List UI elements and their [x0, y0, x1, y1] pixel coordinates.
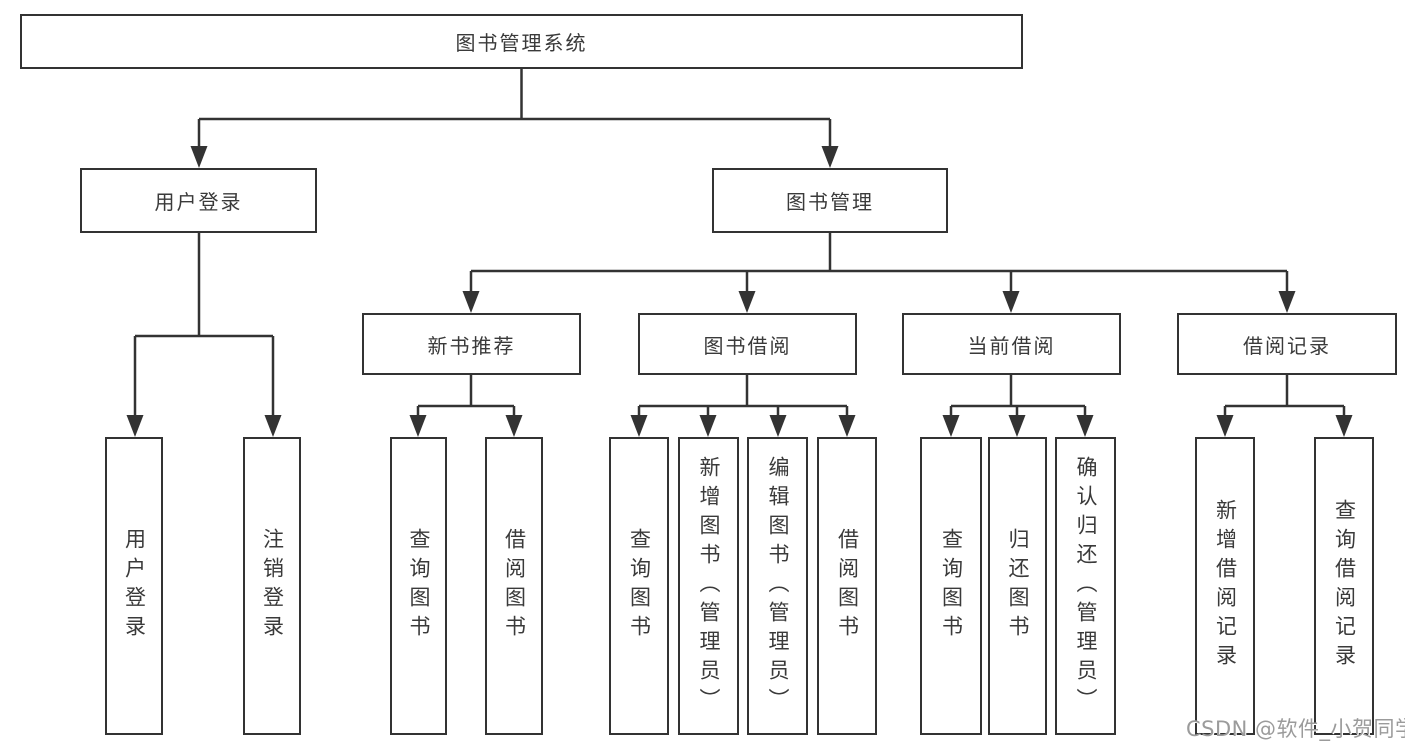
node-new-book-recommend-label: 新书推荐 — [427, 333, 516, 358]
node-user-login-label: 用户登录 — [122, 528, 147, 644]
node-br-add-record-label: 新增借阅记录 — [1213, 499, 1238, 673]
node-bb-add-books: 新增图书（管理员） — [678, 437, 739, 735]
root-node-label: 图书管理系统 — [455, 31, 588, 55]
node-nb-query-books: 查询图书 — [390, 437, 447, 735]
node-logout-label: 注销登录 — [260, 528, 285, 644]
node-cb-query-books-label: 查询图书 — [939, 528, 964, 644]
node-nb-borrow-books-label: 借阅图书 — [502, 528, 527, 644]
node-current-borrow: 当前借阅 — [902, 313, 1121, 375]
node-br-query-record-label: 查询借阅记录 — [1332, 499, 1357, 673]
node-new-book-recommend: 新书推荐 — [362, 313, 581, 375]
node-current-borrow-label: 当前借阅 — [967, 333, 1056, 358]
node-br-query-record: 查询借阅记录 — [1314, 437, 1374, 735]
node-bb-borrow-books: 借阅图书 — [817, 437, 877, 735]
node-cb-return-books-label: 归还图书 — [1006, 528, 1031, 644]
csdn-watermark: CSDN @软件_小贺同学 — [1186, 717, 1405, 741]
node-user-login: 用户登录 — [105, 437, 163, 735]
node-cb-query-books: 查询图书 — [920, 437, 982, 735]
node-bb-add-books-label: 新增图书（管理员） — [697, 455, 722, 717]
arrowheads — [126, 146, 1353, 437]
node-bb-query-books: 查询图书 — [609, 437, 669, 735]
node-cb-return-books: 归还图书 — [988, 437, 1047, 735]
node-bb-borrow-books-label: 借阅图书 — [835, 528, 860, 644]
node-nb-query-books-label: 查询图书 — [407, 528, 432, 644]
root-node: 图书管理系统 — [20, 14, 1023, 69]
node-borrow-records-label: 借阅记录 — [1243, 333, 1331, 358]
node-br-add-record: 新增借阅记录 — [1195, 437, 1255, 735]
node-book-management: 图书管理 — [712, 168, 948, 233]
node-bb-edit-books-label: 编辑图书（管理员） — [766, 455, 791, 717]
node-cb-confirm-return: 确认归还（管理员） — [1055, 437, 1116, 735]
node-logout: 注销登录 — [243, 437, 301, 735]
node-book-management-label: 图书管理 — [786, 190, 874, 214]
node-cb-confirm-return-label: 确认归还（管理员） — [1074, 455, 1099, 717]
node-nb-borrow-books: 借阅图书 — [485, 437, 543, 735]
node-bb-edit-books: 编辑图书（管理员） — [747, 437, 808, 735]
node-bb-query-books-label: 查询图书 — [627, 528, 652, 644]
node-book-borrow: 图书借阅 — [638, 313, 857, 375]
node-login-module-label: 用户登录 — [154, 190, 243, 214]
node-borrow-records: 借阅记录 — [1177, 313, 1397, 375]
node-book-borrow-label: 图书借阅 — [703, 333, 792, 358]
node-login-module: 用户登录 — [80, 168, 317, 233]
